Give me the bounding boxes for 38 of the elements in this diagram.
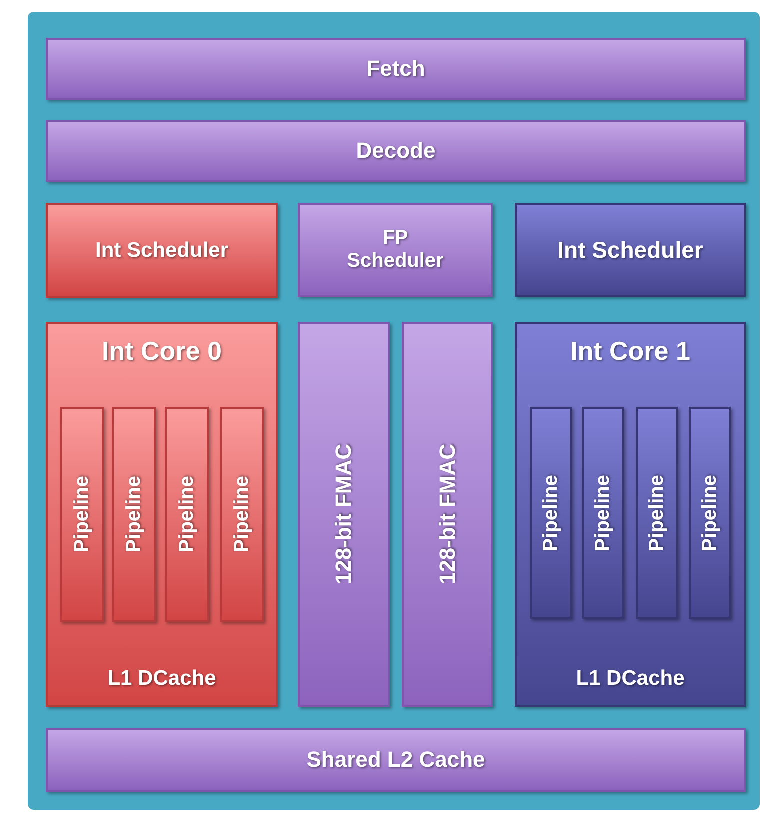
unit-box: [530, 407, 572, 619]
block-label: Int Scheduler: [558, 236, 704, 264]
unit-box: [165, 407, 209, 622]
unit-label: Pipeline: [230, 476, 254, 553]
unit-label: 128-bit FMAC: [434, 444, 460, 585]
block-box: [46, 38, 746, 100]
unit-label: Pipeline: [646, 474, 668, 552]
core-box: [515, 322, 746, 707]
unit-box: [636, 407, 678, 619]
block-label: Decode: [356, 138, 436, 164]
block-label: FP Scheduler: [346, 227, 445, 273]
cache-label: L1 DCache: [106, 667, 218, 691]
unit-label: Pipeline: [698, 474, 722, 552]
unit-box: [220, 407, 264, 622]
core-box: [46, 322, 278, 707]
unit-label: Pipeline: [592, 474, 614, 552]
block-box: [515, 203, 746, 297]
block-box: [46, 120, 746, 182]
core-title: Int Core 1: [570, 336, 692, 367]
unit-box: [298, 322, 390, 707]
unit-label: Pipeline: [70, 476, 94, 553]
unit-label: Pipeline: [176, 476, 198, 553]
unit-box: [112, 407, 156, 622]
block-box: [46, 728, 746, 792]
block-label: Fetch: [366, 56, 426, 82]
block-box: [298, 203, 493, 297]
unit-label: Pipeline: [540, 474, 562, 552]
unit-box: [60, 407, 104, 622]
block-label: Shared L2 Cache: [306, 747, 486, 773]
unit-box: [689, 407, 731, 619]
block-box: [46, 203, 278, 298]
core-title: Int Core 0: [101, 336, 223, 367]
unit-box: [582, 407, 624, 619]
unit-label: 128-bit FMAC: [331, 444, 357, 585]
unit-box: [402, 322, 493, 707]
unit-label: Pipeline: [122, 476, 146, 553]
cache-label: L1 DCache: [575, 667, 686, 691]
block-label: Int Scheduler: [95, 238, 229, 262]
